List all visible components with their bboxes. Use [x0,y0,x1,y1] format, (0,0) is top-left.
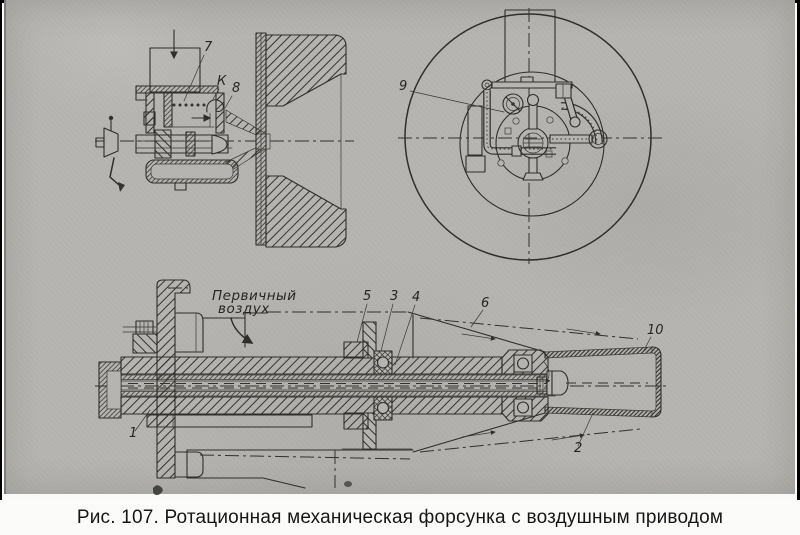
part-label-7: 7 [204,40,213,55]
scan-paper-area [4,0,795,494]
side-section-view: 7 К 8 [95,29,354,248]
part-label-4: 4 [412,290,420,305]
front-view: 9 [398,8,664,264]
ink-speck [344,481,352,487]
part-label-10: 10 [647,323,664,338]
part-label-2: 2 [574,441,582,456]
longitudinal-section-view: Первичный воздух 1 5 3 4 6 10 2 [95,279,670,496]
ink-speck [153,485,163,496]
primary-air-annotation-line1: Первичный [212,288,297,304]
part-label-6: 6 [481,296,489,311]
part-label-k: К [217,74,227,89]
part-label-3: 3 [390,289,398,304]
figure-caption-bar: Рис. 107. Ротационная механическая форсу… [0,500,800,535]
fuel-dots [172,103,206,107]
primary-air-annotation-line2: воздух [218,301,270,317]
part-label-1: 1 [129,426,137,441]
part-label-8: 8 [232,81,240,96]
part-label-9: 9 [399,79,407,94]
figure-caption: Рис. 107. Ротационная механическая форсу… [76,506,724,528]
part-label-5: 5 [363,289,371,304]
